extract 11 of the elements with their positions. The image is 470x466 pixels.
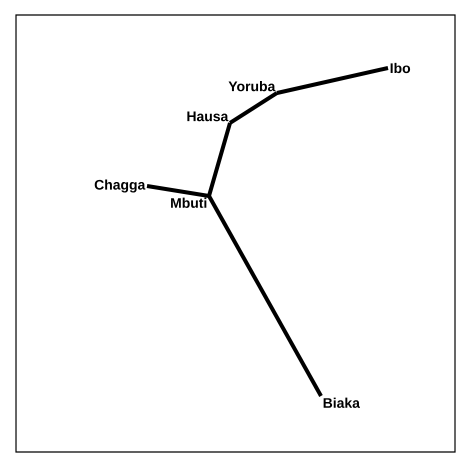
branch-line <box>207 122 232 197</box>
taxon-label: Yoruba <box>228 81 276 92</box>
taxon-label: Biaka <box>324 398 360 408</box>
branch-line <box>276 66 388 95</box>
taxon-label: Chagga <box>94 179 146 193</box>
branch-line <box>146 184 210 198</box>
branch-line <box>228 91 278 125</box>
taxon-label: Ibo <box>390 62 410 74</box>
taxon-label: Hausa <box>187 112 228 122</box>
branch-line <box>207 195 323 397</box>
taxon-label: Mbuti <box>171 198 206 208</box>
